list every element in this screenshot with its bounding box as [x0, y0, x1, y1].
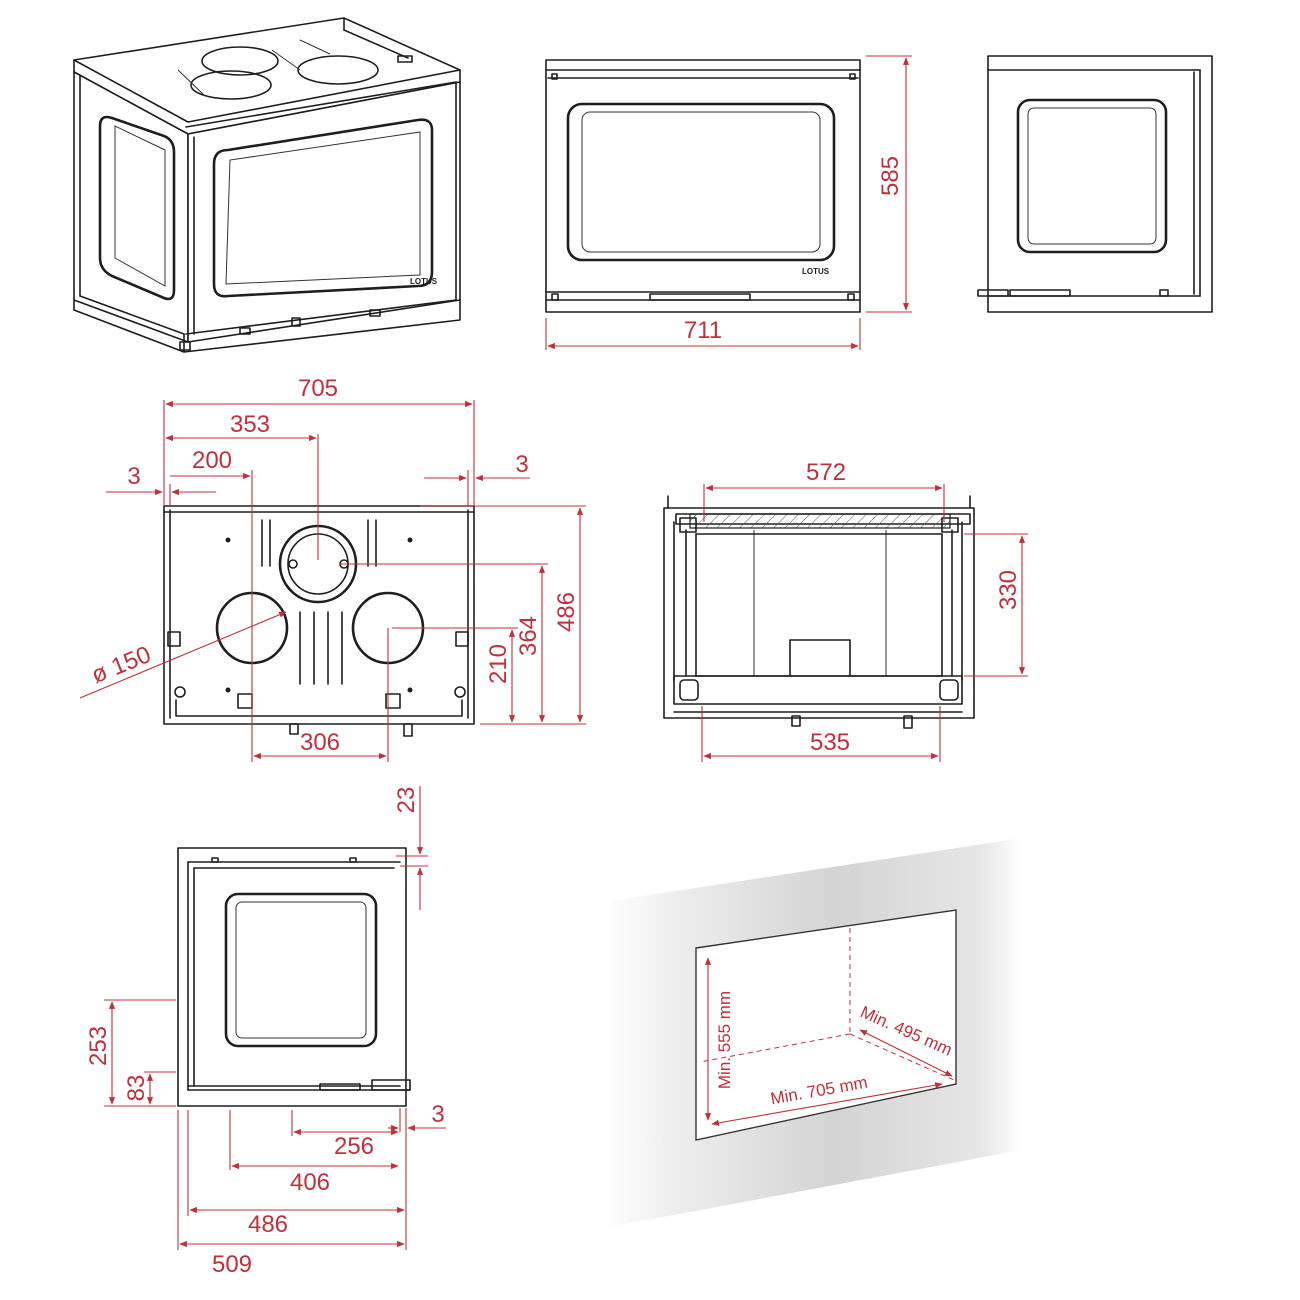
dim-side-509: 509: [212, 1251, 252, 1278]
dim-top-margin-right: 3: [515, 451, 528, 478]
opening-min-height: Min. 555 mm: [715, 991, 734, 1089]
top-view: 705 353 200 3 3 486 364 210 306: [79, 375, 586, 762]
dim-section-inner-top: 572: [806, 459, 846, 486]
dim-front-height: 585: [877, 156, 904, 196]
front-view-glass-outer: [566, 102, 836, 262]
side-glass-window: [98, 115, 176, 301]
dim-side-margin: 3: [431, 1101, 444, 1128]
dim-side-486: 486: [248, 1211, 288, 1238]
front-glass-window: [212, 118, 434, 298]
wall-opening-view: Min. 555 mm Min. 705 mm Min. 495 mm: [604, 838, 1022, 1228]
dim-front-width: 711: [684, 317, 722, 344]
dim-top-306: 306: [300, 729, 340, 756]
dim-top-depth: 486: [553, 592, 580, 632]
dim-top-flue-center: 353: [230, 411, 270, 438]
dim-top-364: 364: [515, 616, 542, 656]
dim-top-margin-left: 3: [127, 463, 140, 490]
brand-logo-iso: LOTUS: [410, 277, 438, 286]
brand-logo-front: LOTUS: [802, 267, 830, 276]
dim-side-top-offset: 23: [393, 787, 420, 814]
dim-section-height: 330: [995, 570, 1022, 610]
side-lower-glass-outer: [224, 892, 378, 1048]
dim-top-210: 210: [485, 644, 512, 684]
side-view-upper: [977, 55, 1213, 313]
dim-top-offset-200: 200: [192, 447, 232, 474]
section-view: 572 535 330: [663, 459, 1028, 762]
dim-top-total-width: 705: [298, 375, 338, 402]
dim-side-253: 253: [85, 1026, 112, 1066]
front-view: LOTUS 711 585: [545, 55, 912, 350]
dim-side-256: 256: [334, 1133, 374, 1160]
dim-section-inner-bottom: 535: [810, 729, 850, 756]
side-view-lower: 23 253 83 3 256 406 486 509: [85, 786, 446, 1278]
dim-flue-diameter: ø 150: [88, 641, 155, 689]
dim-side-406: 406: [290, 1169, 330, 1196]
isometric-view: LOTUS: [73, 17, 461, 353]
side-view-glass-outer: [1016, 98, 1168, 254]
dim-side-83: 83: [123, 1075, 150, 1102]
